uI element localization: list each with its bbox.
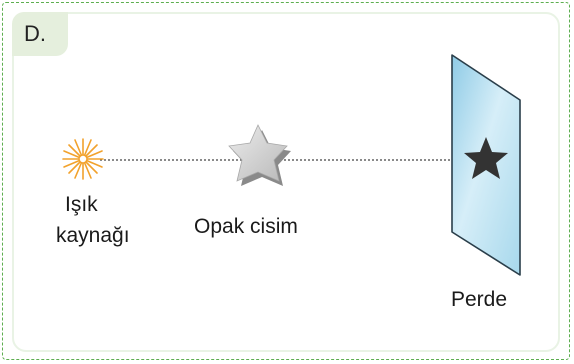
light-source-label-line1: Işık xyxy=(65,193,98,216)
screen-label: Perde xyxy=(451,288,508,311)
opaque-object-label: Opak cisim xyxy=(194,215,298,238)
sun-rays-icon xyxy=(62,138,104,180)
panel-label: D. xyxy=(12,12,68,56)
3d-star-icon xyxy=(228,124,291,186)
light-source-label-line2: kaynağı xyxy=(56,224,130,247)
star-shadow-icon xyxy=(464,137,508,179)
